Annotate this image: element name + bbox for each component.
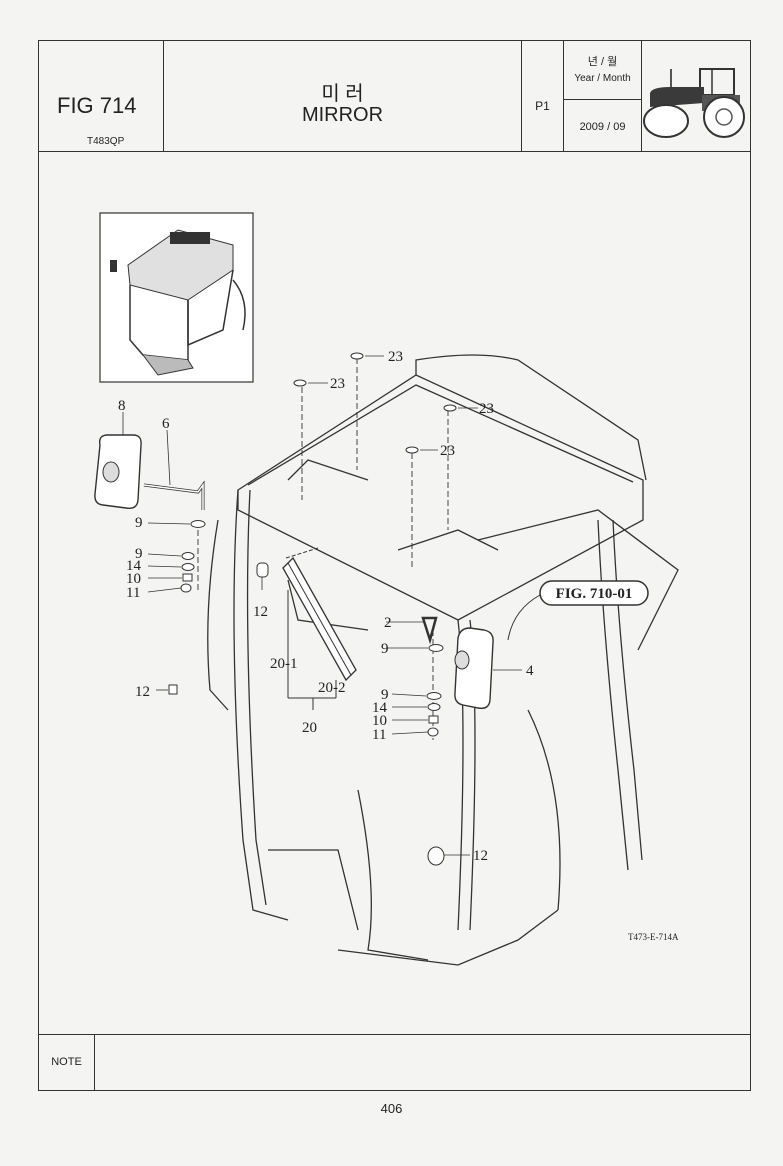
page-code-cell: P1 (522, 41, 564, 151)
label-12: 12 (253, 604, 268, 620)
leader-lines (122, 355, 522, 856)
page-number: 406 (380, 1101, 403, 1116)
label-14: 14 (126, 558, 142, 574)
label-9: 9 (381, 687, 389, 703)
left-hardware (180, 520, 206, 593)
assembly-lines (197, 358, 449, 740)
year-month-korean: 년 / 월 (587, 56, 618, 68)
label-9: 9 (135, 515, 143, 531)
inset-cab-view (99, 212, 254, 383)
label-10: 10 (126, 571, 141, 587)
sun-visor (282, 547, 357, 682)
left-mirror (94, 434, 205, 510)
label-20-1: 20-1 (270, 656, 298, 672)
cab-frame (207, 354, 679, 966)
title-korean: 미 러 (321, 83, 364, 105)
label-8: 8 (118, 398, 126, 414)
visor-bracket (287, 590, 337, 710)
title-english: MIRROR (301, 104, 384, 126)
model-code: T483QP (87, 136, 125, 147)
label-6: 6 (162, 416, 170, 432)
label-10: 10 (372, 713, 387, 729)
note-label: NOTE (39, 1035, 95, 1090)
tractor-cell (642, 41, 750, 151)
label-2: 2 (384, 615, 392, 631)
right-mirror (421, 616, 494, 710)
label-23: 23 (330, 376, 345, 392)
fig-number: FIG 714 (57, 93, 137, 118)
year-month-value: 2009 / 09 (579, 121, 626, 133)
label-12: 12 (473, 848, 488, 864)
note-row: NOTE (39, 1034, 750, 1090)
year-month-english: Year / Month (574, 73, 631, 84)
figure-reference: FIG. 710-01 (556, 586, 633, 602)
caps-12 (168, 562, 445, 866)
tractor-icon (643, 68, 745, 138)
label-23: 23 (479, 401, 494, 417)
label-9: 9 (381, 641, 389, 657)
label-23: 23 (388, 349, 403, 365)
label-11: 11 (372, 727, 386, 743)
washers-23 (293, 352, 457, 454)
label-4: 4 (526, 663, 534, 679)
label-12: 12 (135, 684, 150, 700)
drawing-code: T473-E-714A (628, 932, 679, 942)
header-row: FIG 714 T483QP 미 러 MIRROR P1 년 / 월 Year … (39, 41, 750, 152)
label-20-2: 20-2 (318, 680, 346, 696)
figure-reference-callout: FIG. 710-01 (507, 580, 649, 641)
page-frame: FIG 714 T483QP 미 러 MIRROR P1 년 / 월 Year … (38, 40, 751, 1091)
label-9: 9 (135, 546, 143, 562)
fig-cell: FIG 714 T483QP (39, 41, 164, 151)
label-23: 23 (440, 443, 455, 459)
date-divider (564, 99, 641, 100)
title-cell: 미 러 MIRROR (164, 41, 522, 151)
parts-diagram: FIG. 710-01 23 23 23 23 8 6 9 9 14 10 11… (94, 212, 679, 966)
page-code: P1 (535, 99, 550, 113)
label-20: 20 (302, 720, 317, 736)
label-11: 11 (126, 585, 140, 601)
label-14: 14 (372, 700, 388, 716)
right-hardware (426, 692, 442, 737)
date-cell: 년 / 월 Year / Month 2009 / 09 (564, 41, 642, 151)
